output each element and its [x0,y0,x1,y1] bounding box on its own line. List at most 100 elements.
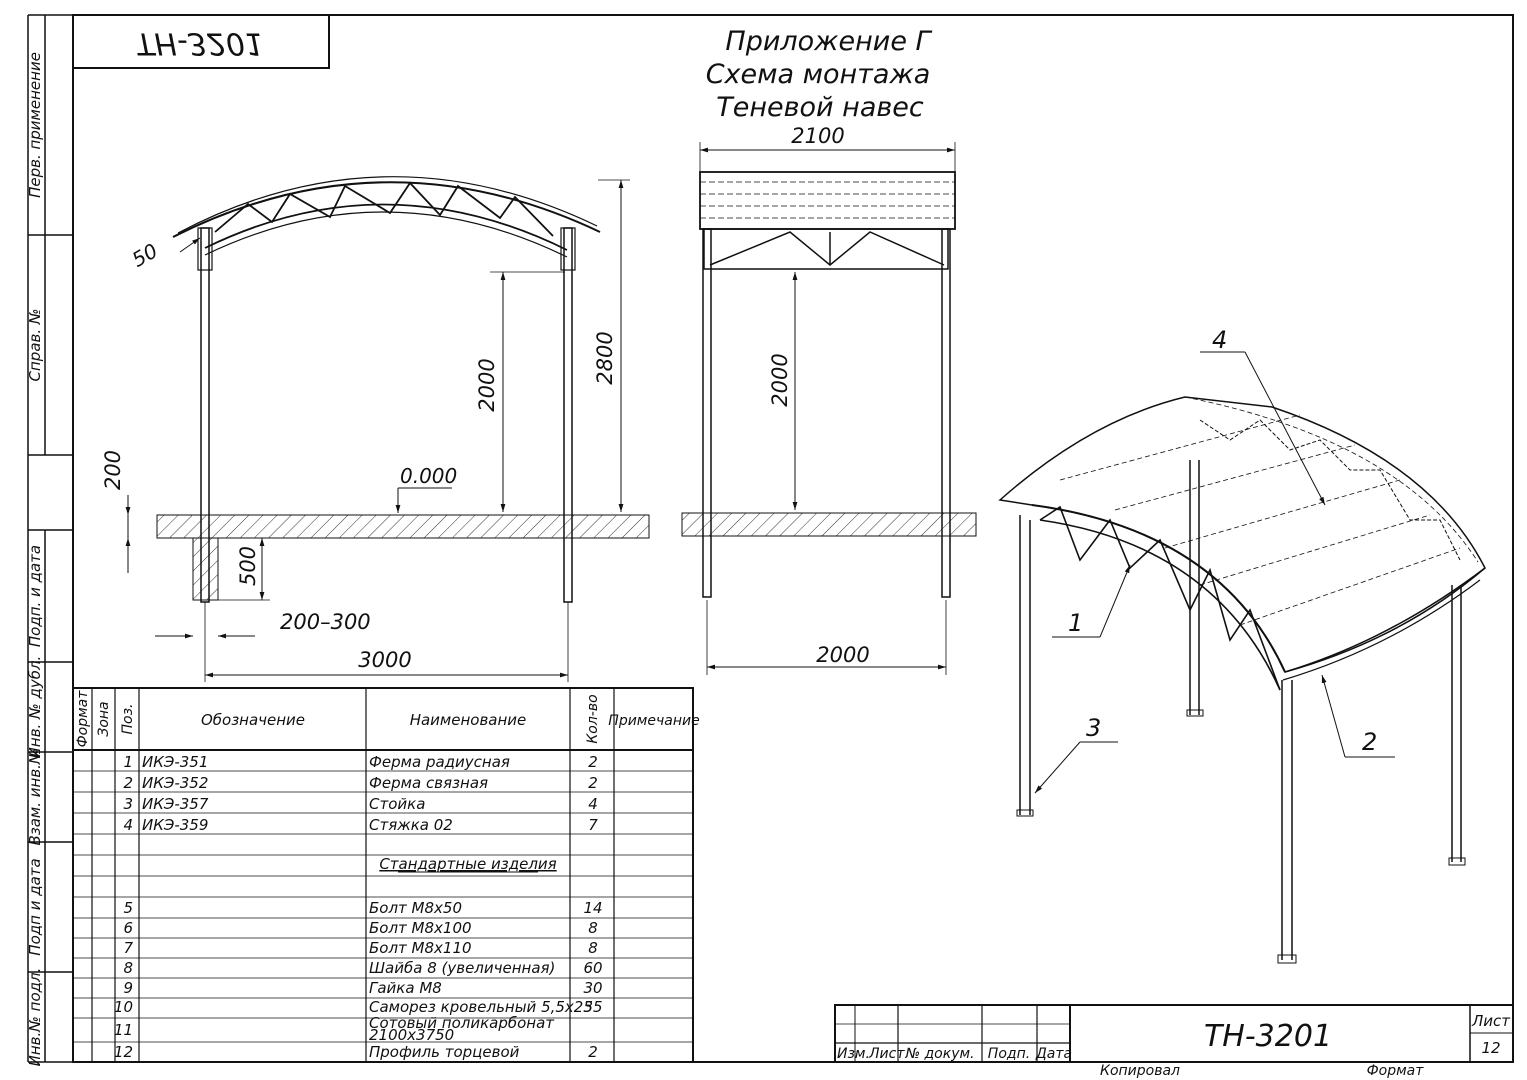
bom-row: 11 Сотовый поликарбонат 2100х3750 [114,1014,555,1044]
bom-name: Профиль торцевой [369,1043,520,1061]
bom-pos: 11 [114,1021,133,1039]
strip-sprav-no: Справ. № [26,309,44,382]
bom-qty: 30 [583,979,602,997]
bom-row: 6 Болт М8х100 8 [123,919,597,937]
bom-name: Сотовый поликарбонат [369,1014,555,1032]
bom-qty: 14 [583,899,602,917]
bom-pos: 9 [123,979,133,997]
bom-name: Шайба 8 (увеличенная) [369,959,555,977]
iso-front-truss [1039,505,1281,691]
bom-row: 2 ИКЭ-352 Ферма связная 2 [123,774,597,792]
bom-row: 9 Гайка М8 30 [123,979,602,997]
roof-block [699,171,956,230]
title-line-3: Теневой навес [716,92,924,123]
title-block-top: Приложение Г Схема монтажа Теневой навес [706,26,933,123]
level-mark: 0.000 [400,464,457,488]
bom-qty: 2 [588,753,598,771]
bom-pos: 10 [114,998,133,1016]
dim-50: 50 [128,238,162,272]
bom-name: Ферма радиусная [369,753,510,771]
bom-qty: 7 [588,816,598,834]
tb-list: Лист [868,1046,905,1062]
callout-2: 2 [1362,728,1377,756]
tb-copied: Копировал [1100,1063,1180,1079]
tb-format: Формат [1367,1063,1425,1079]
bom-row: 10 Саморез кровельный 5,5х25 35 [114,998,603,1016]
side-post-left [702,228,712,598]
bom-name: Стяжка 02 [369,816,453,834]
bom-row: 1 ИКЭ-351 Ферма радиусная 2 [123,753,597,771]
bom-pos: 2 [123,774,133,792]
side-post-right [941,228,951,598]
dim-500: 500 [236,546,260,586]
bom-table: Формат Зона Поз. Обозначение Наименовани… [72,687,700,1063]
bom-row: 3 ИКЭ-357 Стойка 4 [123,795,597,813]
bom-name-line-2: 2100х3750 [369,1026,454,1044]
bom-pos: 8 [123,959,133,977]
bom-code: ИКЭ-351 [142,753,208,771]
bom-row: 5 Болт М8х50 14 [123,899,602,917]
bom-row: 4 ИКЭ-359 Стяжка 02 7 [123,816,598,834]
bom-header-poz: Поз. [120,704,136,735]
bom-header-zona: Зона [96,701,112,736]
bom-name: Болт М8х110 [369,939,472,957]
foundation [192,537,219,601]
strip-podp-data-2: Подп и дата [26,858,44,955]
bom-name: Саморез кровельный 5,5х25 [369,998,593,1016]
callout-1: 1 [1068,609,1083,637]
bom-pos: 4 [123,816,133,834]
bom-code: ИКЭ-357 [142,795,209,813]
strip-vzam-inv: Взам. инв.№ [26,748,44,845]
tb-sheet-label: Лист [1471,1012,1511,1030]
bom-section-standard: Стандартные изделия [379,855,556,873]
bom-header-qty: Кол-во [585,694,601,743]
bom-header-naimenovanie: Наименование [410,711,527,729]
bom-name: Болт М8х100 [369,919,472,937]
bom-pos: 6 [123,919,133,937]
arch-top [172,181,601,238]
bom-pos: 1 [123,753,133,771]
dim-2000-front: 2000 [475,358,499,411]
bom-code: ИКЭ-359 [142,816,208,834]
dim-200: 200 [101,450,125,490]
bom-code: ИКЭ-352 [142,774,208,792]
title-line-2: Схема монтажа [706,59,931,90]
bom-name: Болт М8х50 [369,899,462,917]
truss-web [214,181,554,237]
bom-row: 8 Шайба 8 (увеличенная) 60 [123,959,602,977]
bom-qty: 35 [583,998,602,1016]
bom-row: 12 Профиль торцевой 2 [114,1043,598,1061]
bom-name: Гайка М8 [369,979,442,997]
dim-200-300: 200–300 [280,610,371,634]
side-truss-web [709,231,945,266]
tb-izm: Изм. [837,1046,870,1062]
mirrored-code-box: ТН-3201 [72,14,330,69]
bom-pos: 5 [123,899,133,917]
title-line-1: Приложение Г [725,26,932,57]
bom-header-oboznachenie: Обозначение [201,711,305,729]
bom-qty: 2 [588,1043,598,1061]
bom-qty: 8 [588,919,598,937]
callout-4: 4 [1212,326,1227,354]
bom-name: Стойка [369,795,425,813]
bom-pos: 3 [123,795,133,813]
bom-row: 7 Болт М8х110 8 [123,939,597,957]
bom-qty: 2 [588,774,598,792]
bom-header-note: Примечание [608,713,699,729]
dim-3000: 3000 [358,648,411,672]
strip-podp-data-1: Подп. и дата [26,545,44,647]
post-right [563,227,573,603]
strip-perv-primenenie: Перв. применение [26,52,44,198]
arch-bottom [204,203,568,251]
dim-2000-side: 2000 [768,353,792,406]
title-block: Изм. Лист № докум. Подп. Дата ТН-3201 Ли… [834,1004,1514,1079]
bom-header-format: Формат [75,690,91,748]
tb-code: ТН-3201 [1204,1019,1332,1054]
bom-qty: 60 [583,959,602,977]
dim-2100: 2100 [791,124,844,148]
isometric-view: 4 1 3 2 [998,326,1486,964]
ground-hatch-front [156,514,650,539]
strip-inv-dubl: Инв. № дубл. [26,656,44,759]
bom-pos: 12 [114,1043,133,1061]
